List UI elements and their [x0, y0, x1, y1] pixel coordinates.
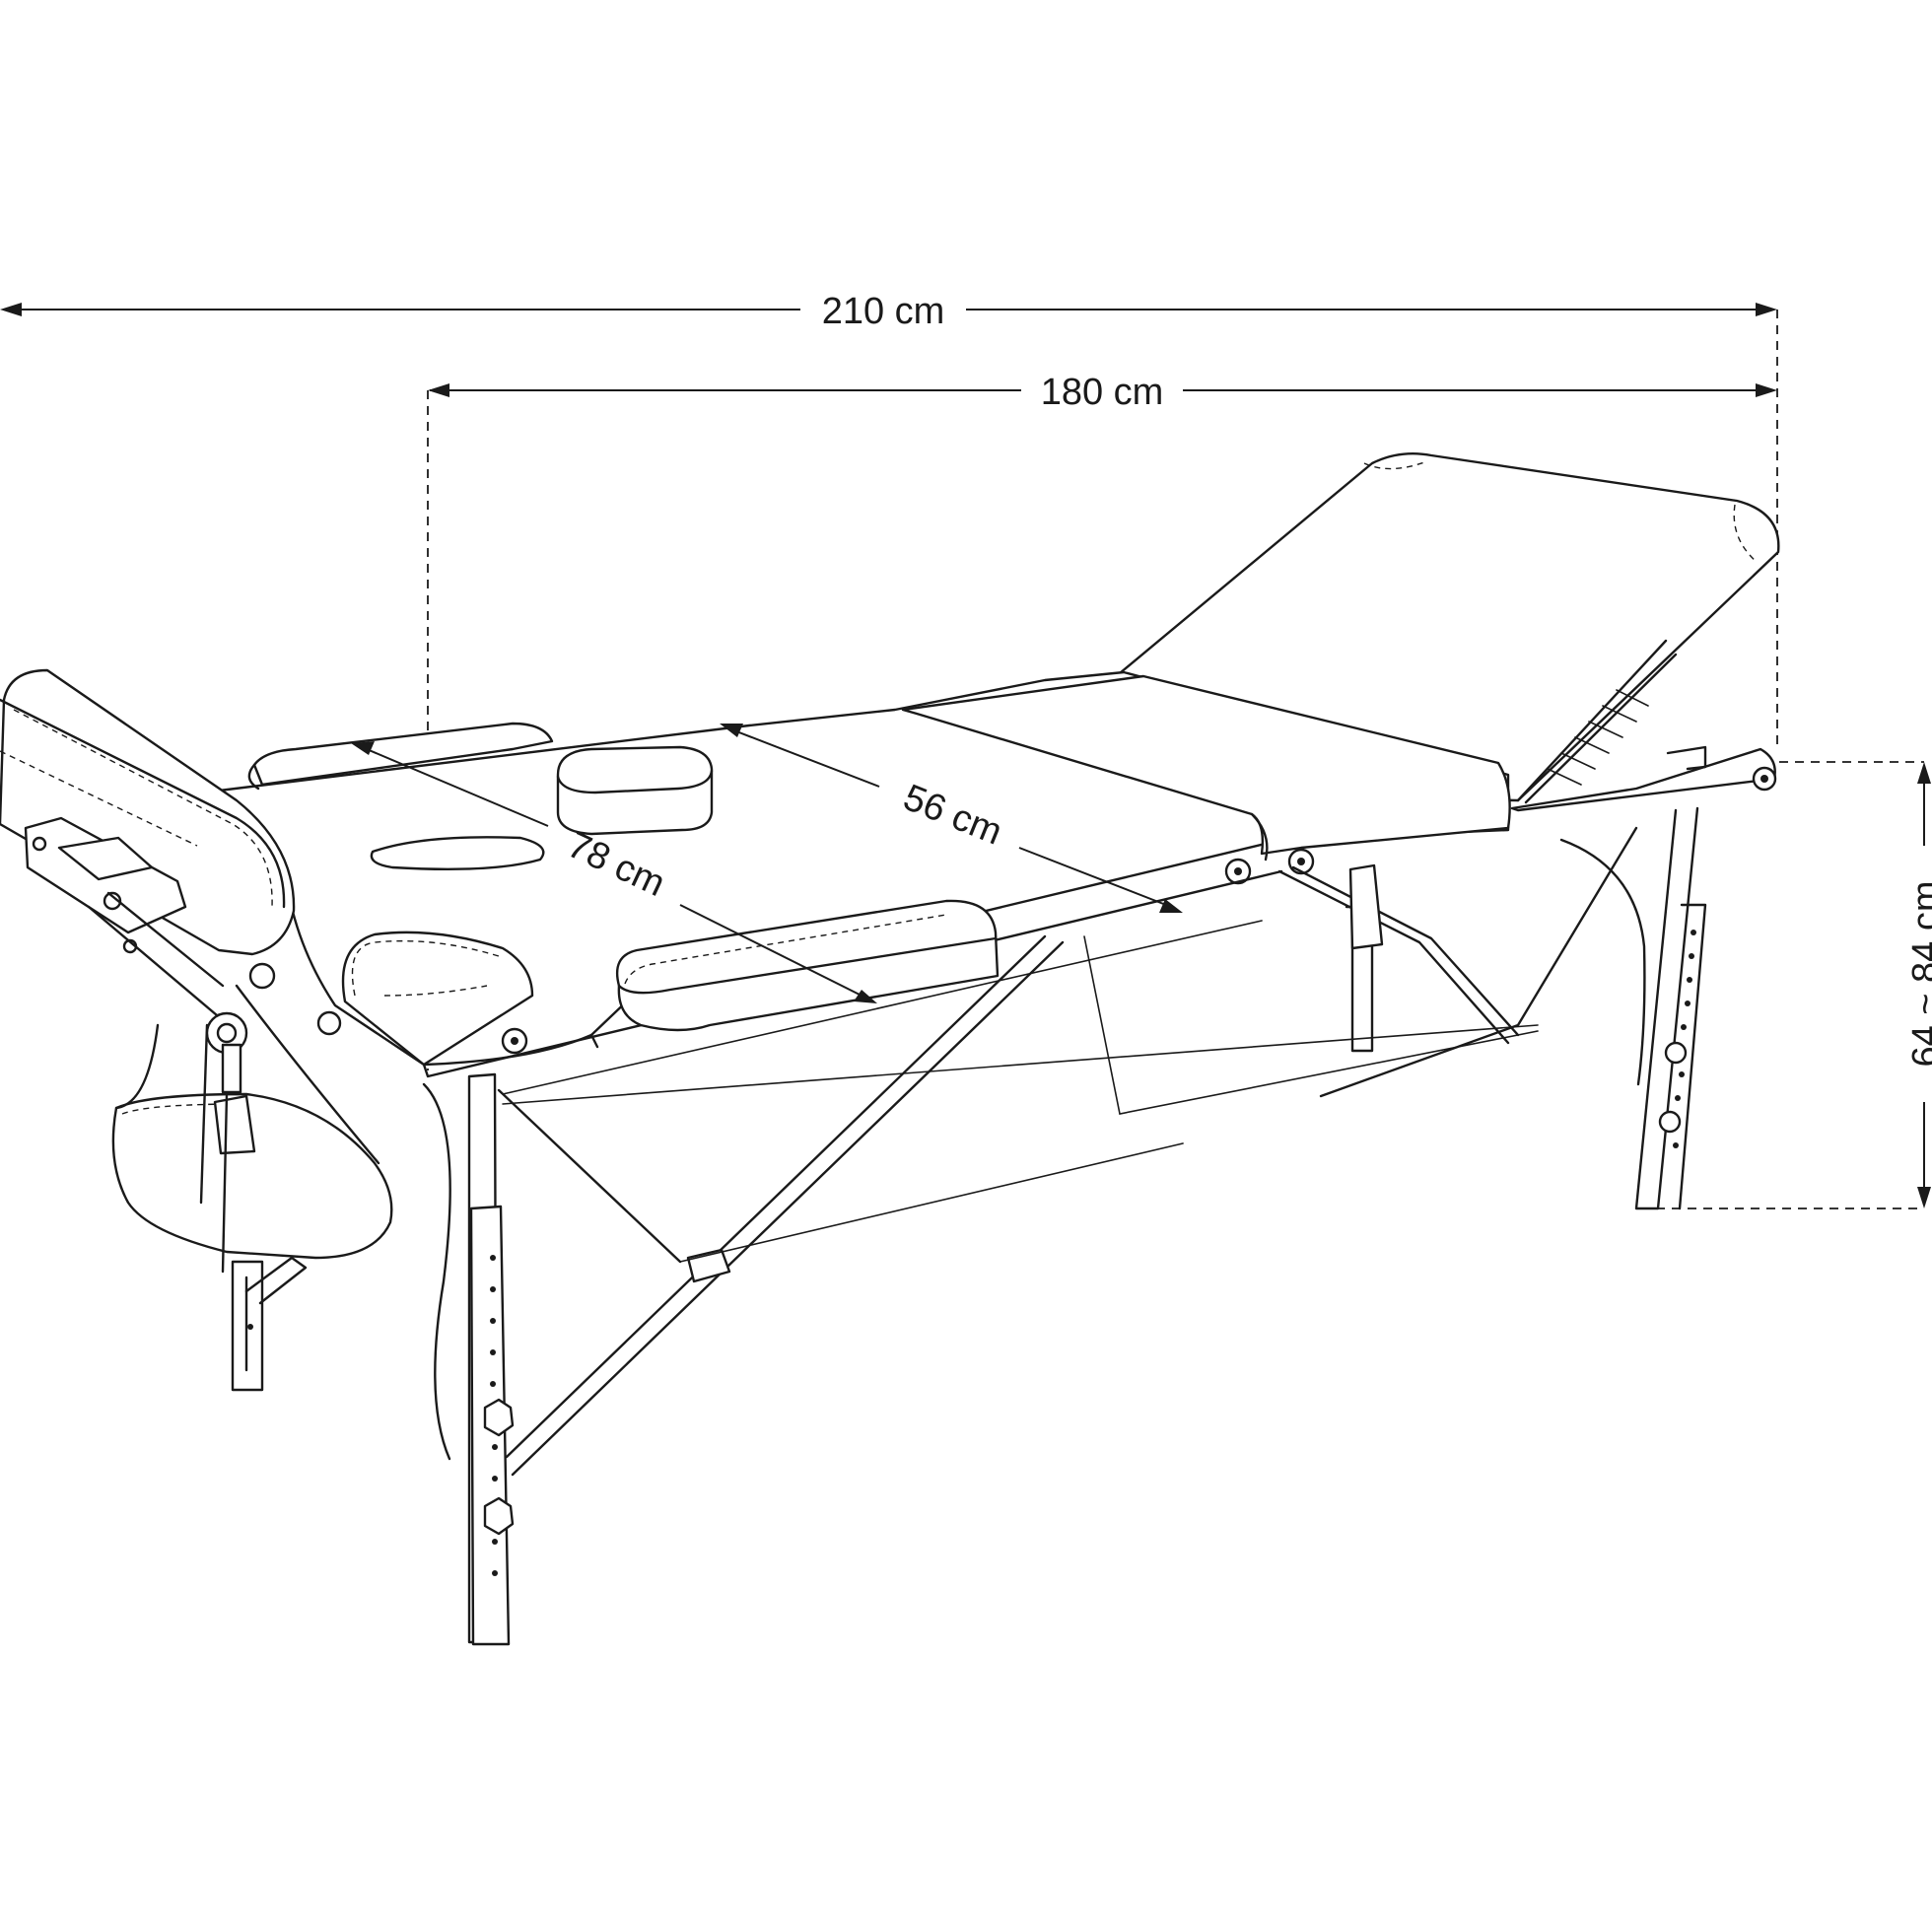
dimension-overall-length: 210 cm	[0, 291, 1777, 332]
overall-length-label: 210 cm	[822, 291, 945, 332]
arm-rest-back	[247, 722, 554, 791]
dimension-table-length: 180 cm	[428, 372, 1777, 413]
back-legs	[1319, 806, 1707, 1210]
dimension-height: 64 ~ 84 cm	[1905, 762, 1932, 1208]
table-top	[201, 670, 1511, 1078]
headrest-pillow	[556, 745, 714, 836]
table-length-label: 180 cm	[1041, 372, 1164, 413]
height-range-label: 64 ~ 84 cm	[1905, 880, 1932, 1067]
frame-end-rail	[1510, 745, 1777, 812]
arm-rest-front	[615, 899, 1000, 1032]
front-legs	[422, 863, 1539, 1646]
face-cradle	[0, 668, 393, 1392]
